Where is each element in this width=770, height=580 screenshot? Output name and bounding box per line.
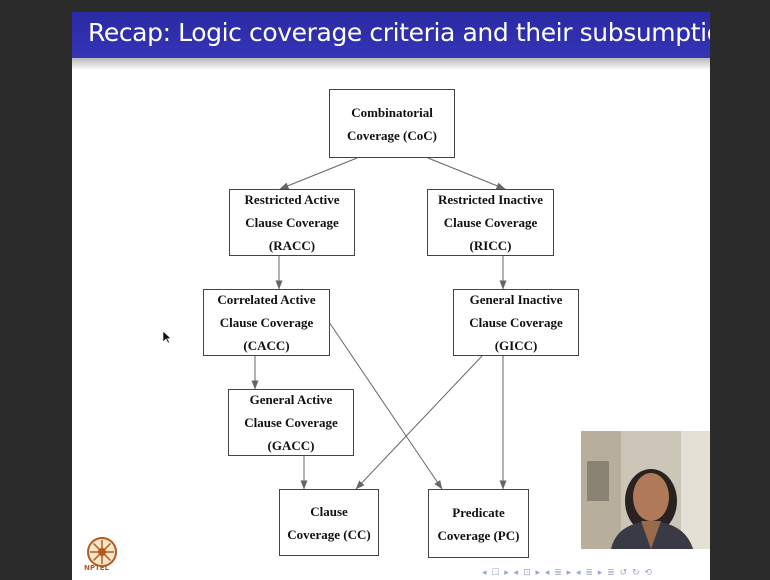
node-cc: Clause Coverage (CC) xyxy=(279,489,379,556)
node-ricc-line-1: Restricted Inactive xyxy=(437,192,544,207)
node-racc-line-2: Clause Coverage xyxy=(245,215,339,230)
node-cc-line-2: Coverage (CC) xyxy=(287,526,371,542)
node-gicc-line-3: (GICC) xyxy=(494,338,538,353)
presenter-webcam-overlay xyxy=(581,431,710,549)
title-shadow xyxy=(72,58,710,70)
edge-coc-racc xyxy=(279,157,358,190)
node-gacc-line-3: (GACC) xyxy=(267,438,315,453)
node-gicc-line-1: General Inactive xyxy=(469,292,563,307)
node-racc: Restricted Active Clause Coverage (RACC) xyxy=(229,189,355,256)
node-gacc-line-1: General Active xyxy=(249,392,333,407)
node-cc-line-1: Clause xyxy=(310,503,348,519)
node-cacc-line-2: Clause Coverage xyxy=(219,315,314,330)
node-pc-line-1: Predicate xyxy=(452,504,505,520)
node-ricc: Restricted Inactive Clause Coverage (RIC… xyxy=(427,189,554,256)
slide-title: Recap: Logic coverage criteria and their… xyxy=(88,18,710,47)
node-coc-line-2: Coverage (CoC) xyxy=(347,127,437,143)
node-ricc-line-3: (RICC) xyxy=(469,238,512,253)
node-cacc-line-3: (CACC) xyxy=(243,338,290,353)
edge-gicc-cc xyxy=(355,355,483,490)
node-cacc: Correlated Active Clause Coverage (CACC) xyxy=(203,289,330,356)
slide: Recap: Logic coverage criteria and their… xyxy=(72,12,710,580)
node-gicc: General Inactive Clause Coverage (GICC) xyxy=(453,289,579,356)
node-pc-line-2: Coverage (PC) xyxy=(437,527,520,543)
nptel-logo-icon xyxy=(87,537,117,567)
title-bar: Recap: Logic coverage criteria and their… xyxy=(72,12,710,58)
node-cacc-line-1: Correlated Active xyxy=(217,292,316,307)
node-racc-line-3: (RACC) xyxy=(268,238,316,253)
node-racc-line-1: Restricted Active xyxy=(244,192,340,207)
node-ricc-line-2: Clause Coverage xyxy=(443,215,538,230)
node-pc: Predicate Coverage (PC) xyxy=(428,489,529,558)
node-gicc-line-2: Clause Coverage xyxy=(469,315,563,330)
edge-coc-ricc xyxy=(427,157,506,190)
mouse-cursor-icon xyxy=(162,330,172,344)
slide-navigation-controls[interactable]: ◂ ☐ ▸ ◂ ⊡ ▸ ◂ ≣ ▸ ◂ ≣ ▸ ≣ ↺ ↻ ⟲ xyxy=(482,568,653,578)
node-gacc: General Active Clause Coverage (GACC) xyxy=(228,389,354,456)
node-coc-line-1: Combinatorial xyxy=(351,104,433,120)
nptel-logo-text: NPTEL xyxy=(84,564,110,572)
node-coc: Combinatorial Coverage (CoC) xyxy=(329,89,455,158)
subsumption-diagram xyxy=(251,157,507,490)
edge-cacc-pc xyxy=(328,321,443,490)
node-gacc-line-2: Clause Coverage xyxy=(244,415,338,430)
